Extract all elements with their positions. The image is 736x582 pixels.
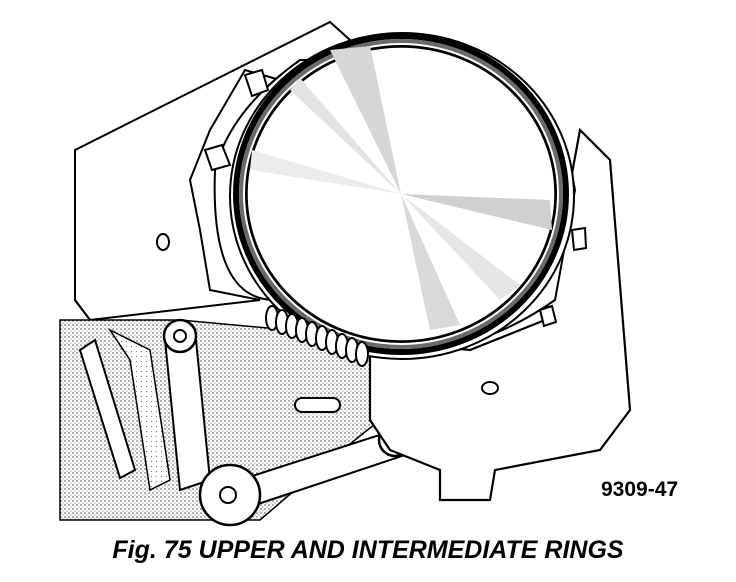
- figure-code: 9309-47: [601, 478, 679, 501]
- piston-crown: [246, 46, 556, 342]
- piston-ring: [233, 33, 569, 355]
- figure-caption: Fig. 75 UPPER AND INTERMEDIATE RINGS: [112, 536, 624, 564]
- ring-tabs: [203, 68, 588, 328]
- bracket-stud: [481, 381, 499, 395]
- plate-stud: [156, 233, 170, 251]
- expander-spring: [265, 305, 369, 367]
- adjust-slot: [294, 397, 341, 413]
